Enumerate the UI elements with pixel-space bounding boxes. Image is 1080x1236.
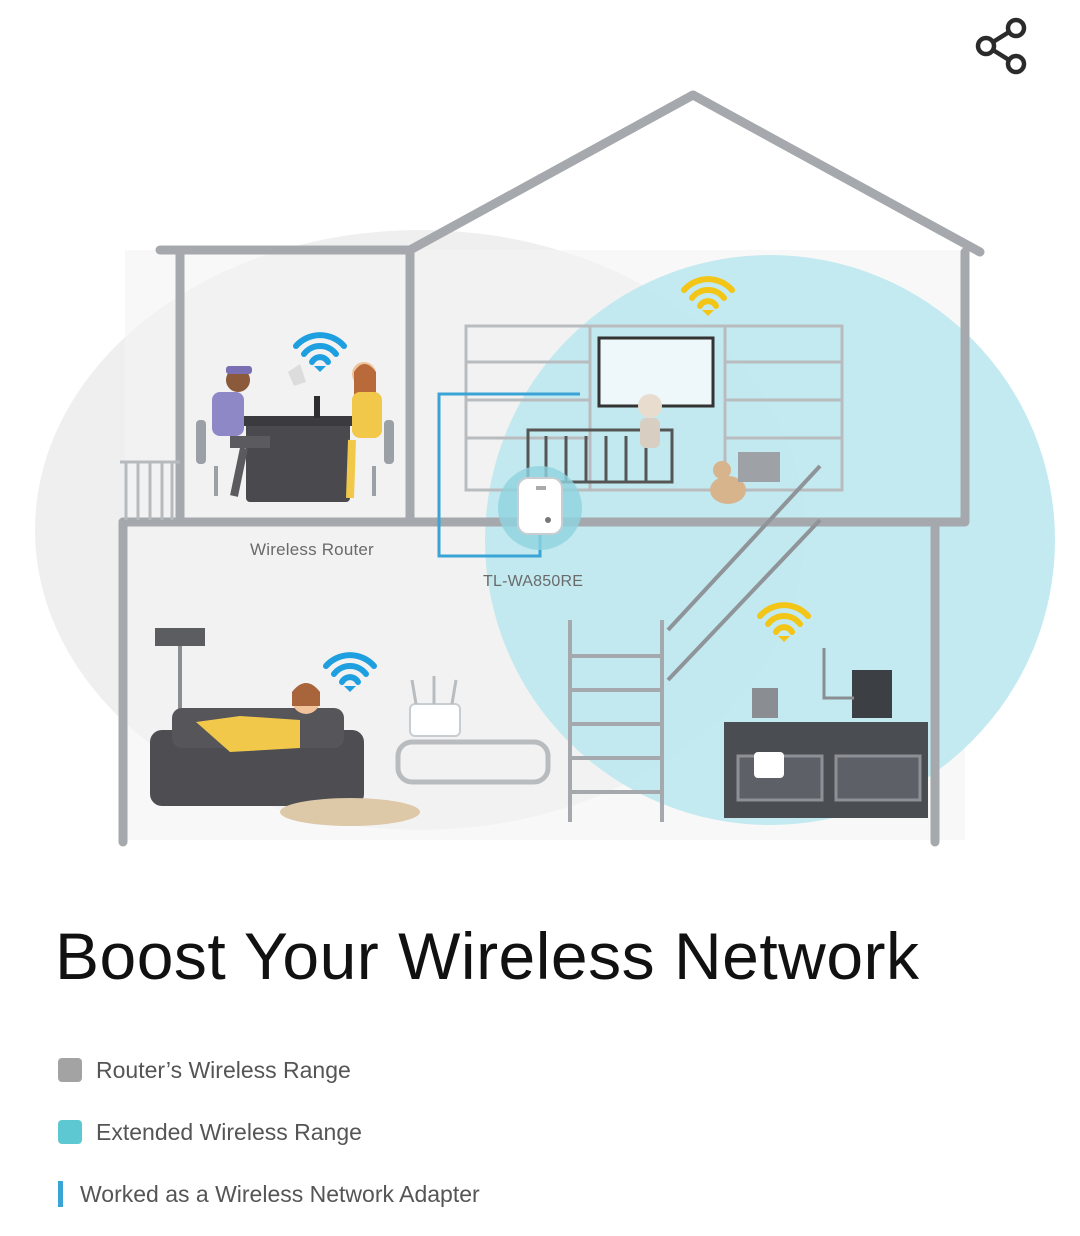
router-label: Wireless Router — [250, 540, 374, 559]
staircase — [568, 620, 664, 822]
share-button[interactable] — [968, 12, 1036, 80]
bedroom-scene — [464, 324, 844, 682]
legend: Router’s Wireless Range Extended Wireles… — [58, 1050, 758, 1236]
wifi-signal-icon — [757, 602, 811, 642]
house-walls — [118, 90, 985, 847]
legend-label: Extended Wireless Range — [96, 1118, 362, 1145]
range-extender-device — [498, 466, 582, 550]
legend-item-router-range: Router’s Wireless Range — [58, 1050, 758, 1090]
house-illustration: Wireless Router TL-WA850RE — [35, 90, 1055, 847]
extender-model-label: TL-WA850RE — [483, 573, 584, 590]
legend-label: Worked as a Wireless Network Adapter — [80, 1180, 480, 1207]
legend-item-extended-range: Extended Wireless Range — [58, 1112, 758, 1152]
legend-bar — [58, 1181, 63, 1207]
wifi-signal-icon — [323, 652, 377, 692]
legend-swatch — [58, 1120, 82, 1144]
living-room-scene — [150, 628, 551, 826]
wifi-signal-icon — [293, 332, 347, 372]
share-icon — [975, 17, 1027, 75]
legend-label: Router’s Wireless Range — [96, 1056, 351, 1083]
legend-item-network-adapter: Worked as a Wireless Network Adapter — [58, 1174, 758, 1214]
legend-swatch — [58, 1058, 82, 1082]
wifi-signal-icon — [681, 276, 735, 316]
page-title: Boost Your Wireless Network — [55, 919, 920, 993]
office-scene — [196, 362, 394, 502]
kitchen-scene — [724, 648, 928, 818]
